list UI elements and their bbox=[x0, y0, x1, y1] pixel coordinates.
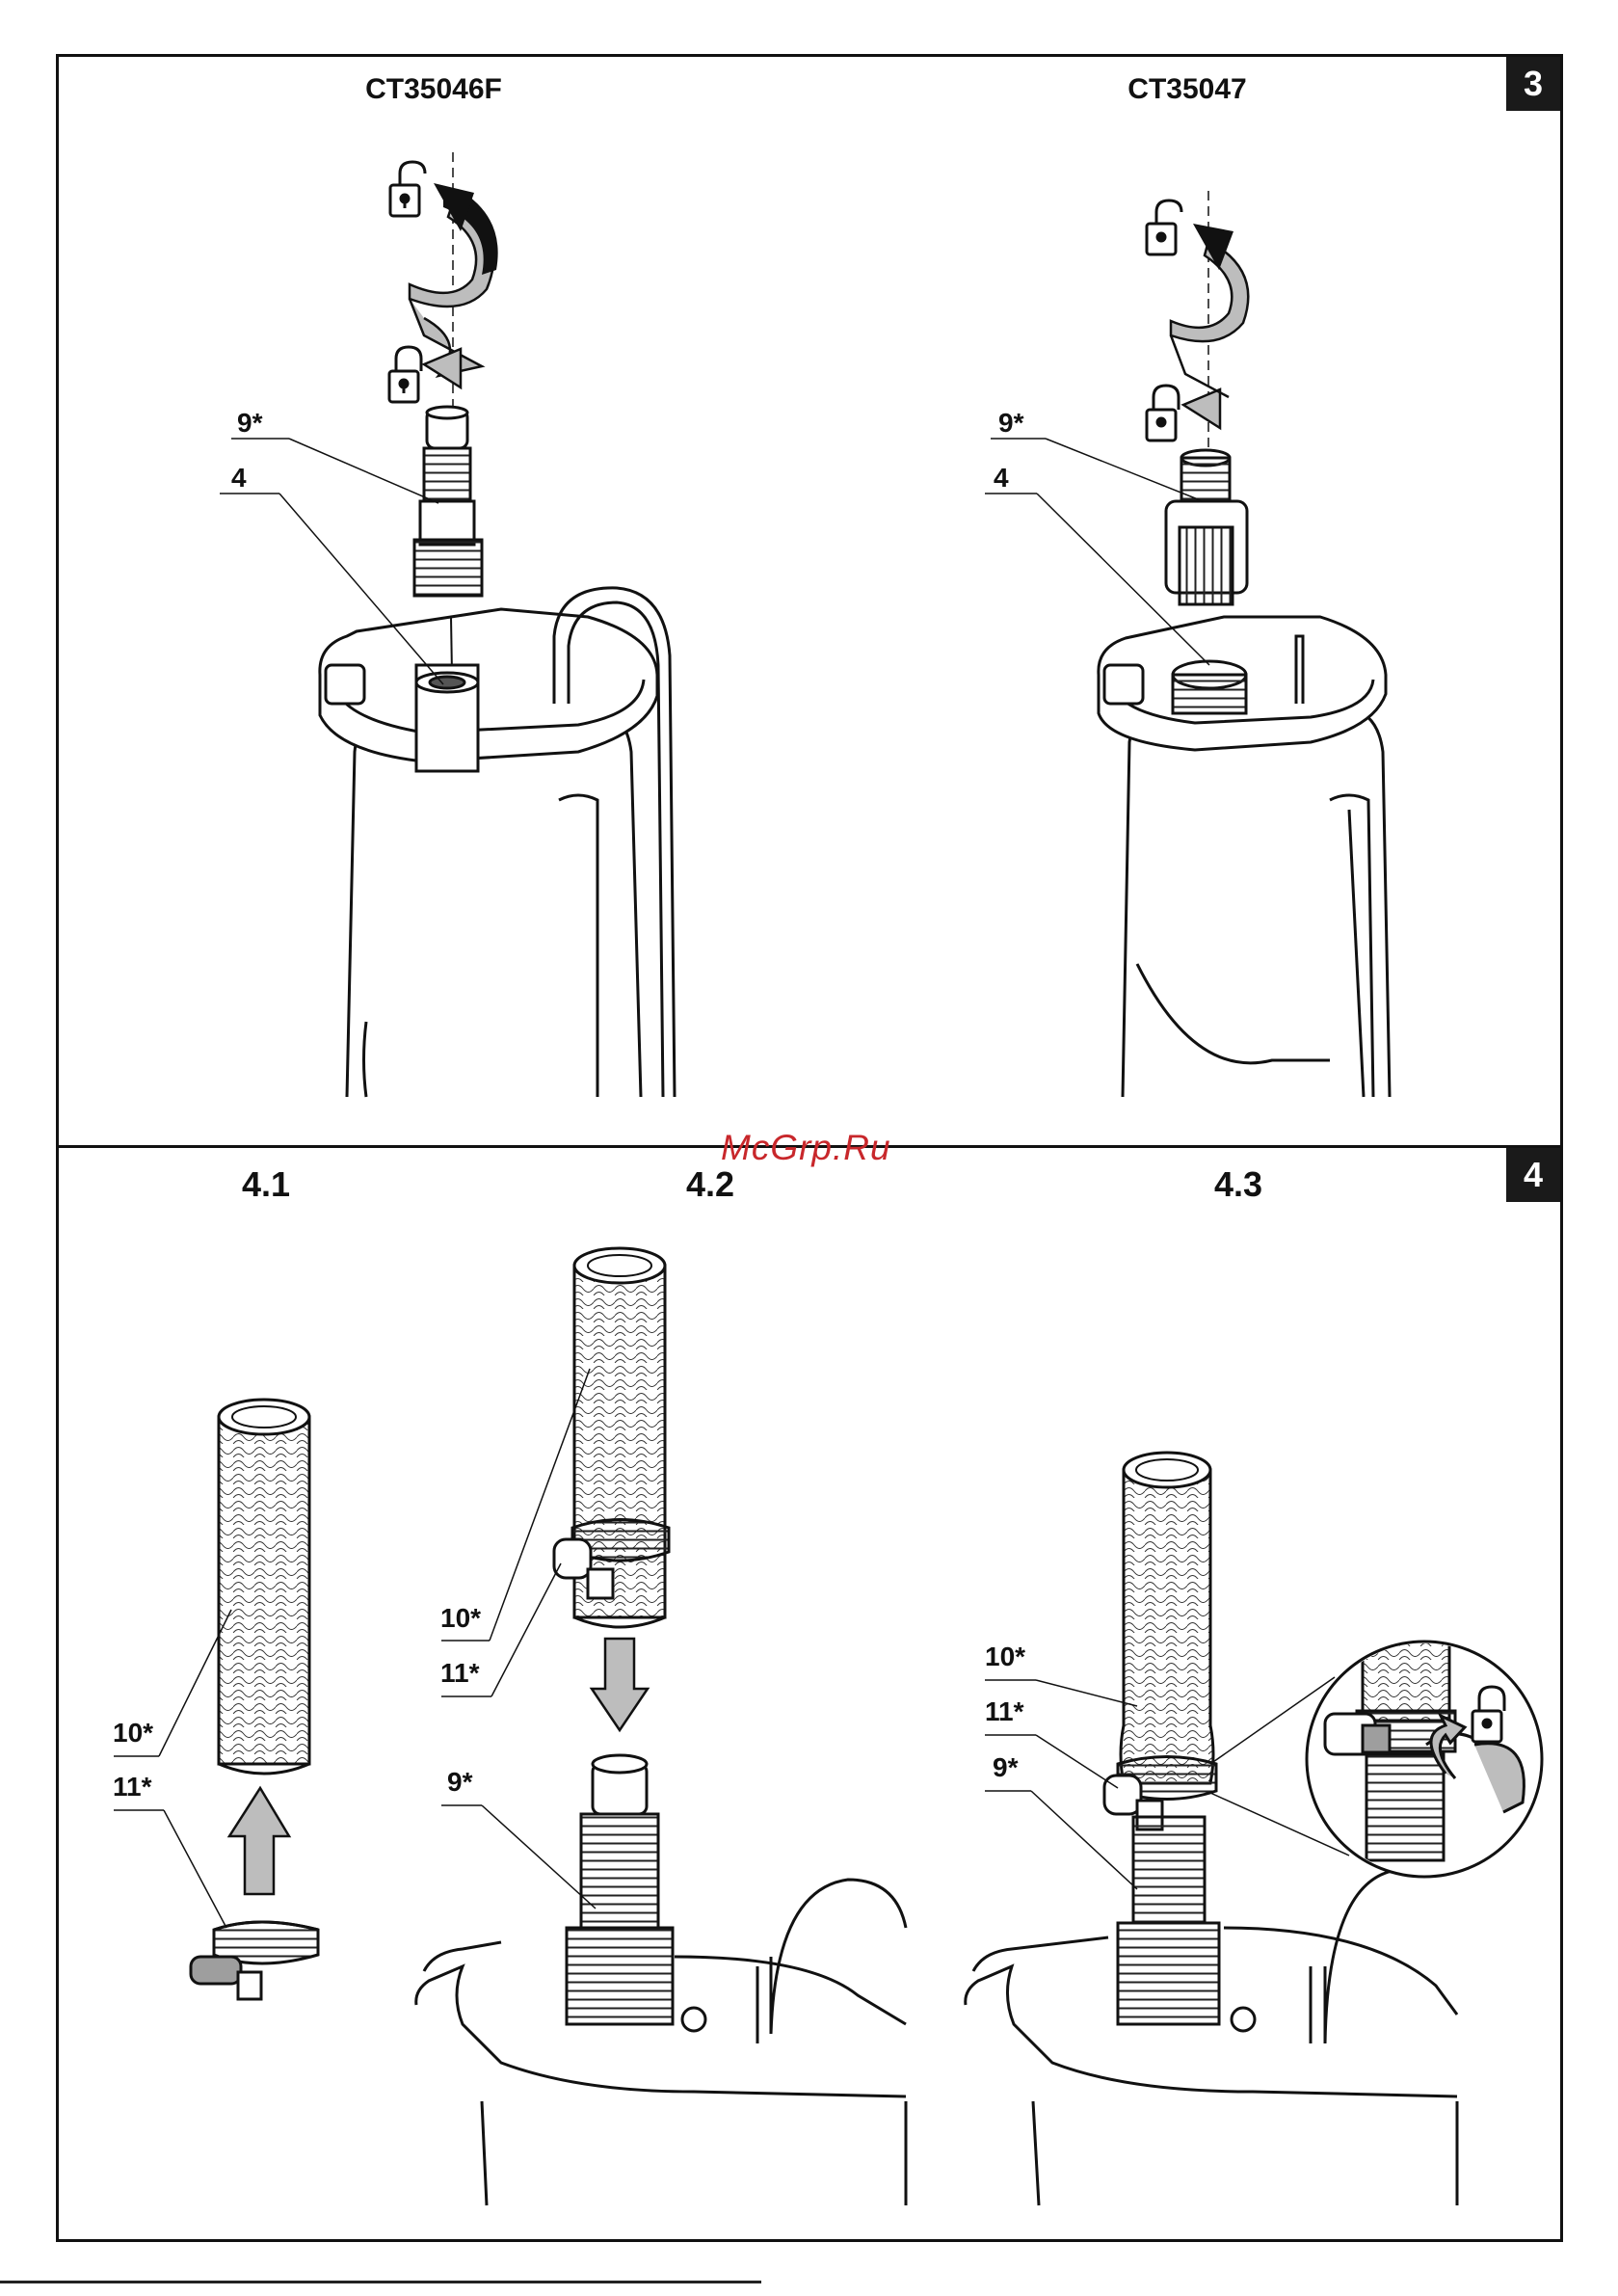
part-label: 4 bbox=[994, 463, 1009, 494]
figure-panel-3: 3 bbox=[56, 54, 1563, 1148]
part-label: 9* bbox=[447, 1767, 472, 1798]
figure-number-badge: 4 bbox=[1506, 1148, 1560, 1202]
figure-panel-4: 4 bbox=[56, 1145, 1563, 2242]
part-label: 10* bbox=[985, 1642, 1025, 1672]
part-label: 9* bbox=[993, 1752, 1018, 1783]
step-title-4-2: 4.2 bbox=[686, 1164, 734, 1205]
part-label: 11* bbox=[440, 1658, 480, 1689]
model-title-right: CT35047 bbox=[1127, 73, 1246, 106]
step-title-4-3: 4.3 bbox=[1214, 1164, 1262, 1205]
part-label: 10* bbox=[440, 1603, 481, 1634]
watermark: McGrp.Ru bbox=[721, 1128, 891, 1168]
figure-number-badge: 3 bbox=[1506, 57, 1560, 111]
footer-rule bbox=[0, 2281, 761, 2283]
part-label: 11* bbox=[985, 1696, 1024, 1727]
part-label: 10* bbox=[113, 1718, 153, 1749]
step-title-4-1: 4.1 bbox=[242, 1164, 290, 1205]
part-label: 11* bbox=[113, 1772, 152, 1802]
part-label: 4 bbox=[231, 463, 247, 494]
part-label: 9* bbox=[998, 408, 1023, 439]
model-title-left: CT35046F bbox=[365, 73, 502, 106]
part-label: 9* bbox=[237, 408, 262, 439]
